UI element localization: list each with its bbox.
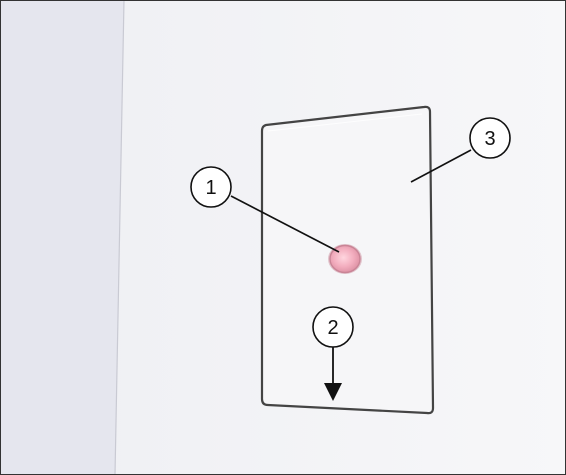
callout-2-label: 2 [327, 317, 338, 339]
callout-1-circle [190, 166, 232, 208]
callout-1-leader [230, 195, 340, 253]
device-side-face [0, 0, 124, 475]
cover-panel-highlight [267, 113, 423, 132]
callout-3-circle [469, 117, 511, 159]
indicator-led [329, 244, 361, 274]
callout-3-leader [410, 149, 472, 183]
callout-1-label: 1 [205, 177, 216, 199]
device-edge-line [114, 0, 125, 475]
callout-3-label: 3 [484, 128, 495, 150]
